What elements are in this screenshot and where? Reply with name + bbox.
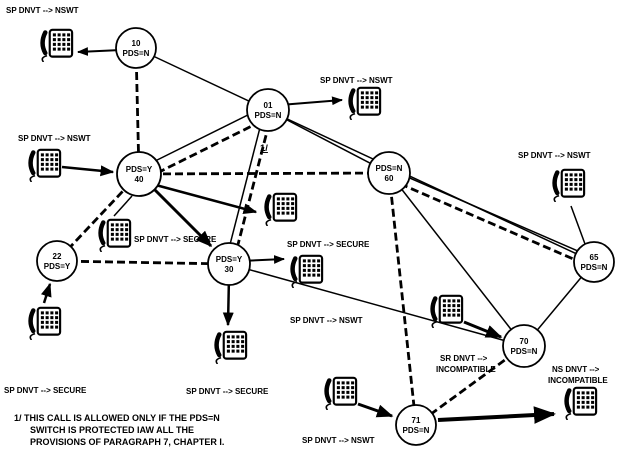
phone-label: SP DNVT --> SECURE xyxy=(186,387,269,396)
node-label: 60 xyxy=(385,174,394,183)
node-label: PDS=N xyxy=(511,347,538,356)
edge-60-70 xyxy=(388,172,525,347)
phone-label: SP DNVT --> SECURE xyxy=(4,386,87,395)
switch-node-30: PDS=Y 30 xyxy=(207,242,251,286)
arrow-71-to-incompatible-phone xyxy=(437,406,556,424)
footnote-line: PROVISIONS OF PARAGRAPH 7, CHAPTER I. xyxy=(30,437,224,447)
switch-node-65: 65 PDS=N xyxy=(573,241,615,283)
switch-node-70: 70 PDS=N xyxy=(502,324,546,368)
switch-node-01: 01 PDS=N xyxy=(246,88,290,132)
edge-22-30 xyxy=(56,259,230,266)
node-label: 70 xyxy=(520,337,529,346)
node-label: 65 xyxy=(590,253,599,262)
switch-node-22: 22 PDS=Y xyxy=(36,240,78,282)
footnote: 1/ THIS CALL IS ALLOWED ONLY IF THE PDS=… xyxy=(14,413,224,447)
node-label: PDS=N xyxy=(376,164,403,173)
phone-label: INCOMPATIBLE xyxy=(548,376,608,385)
phone-label: NS DNVT --> xyxy=(552,365,600,374)
node-label: 40 xyxy=(135,175,144,184)
edge-30-70 xyxy=(228,263,525,347)
switch-nodes: 10 PDS=N 01 PDS=N PDS=Y 40 22 PDS=Y PDS=… xyxy=(36,27,615,446)
phone-label: SP DNVT --> NSWT xyxy=(302,436,375,445)
arrow-phone-to-70 xyxy=(463,320,503,339)
edge-01-65 xyxy=(267,109,595,263)
arrow-01-to-phone xyxy=(279,96,343,106)
phone-label: SR DNVT --> xyxy=(440,354,488,363)
footnote-callout: 1/ xyxy=(260,143,268,154)
arrow-phone-to-22 xyxy=(40,282,52,304)
edge-01-40-dashed xyxy=(142,114,273,182)
switch-node-60: PDS=N 60 xyxy=(367,151,411,195)
switch-node-71: 71 PDS=N xyxy=(395,404,437,446)
arrow-10-to-phone xyxy=(77,47,122,56)
footnote-line: 1/ THIS CALL IS ALLOWED ONLY IF THE PDS=… xyxy=(14,413,220,423)
node-label: 71 xyxy=(412,416,421,425)
edge-01-60 xyxy=(267,109,390,174)
edge-60-71 xyxy=(387,172,418,426)
phone-label: SP DNVT --> SECURE xyxy=(287,240,370,249)
link-phone-to-40-below xyxy=(113,195,133,217)
node-label: 01 xyxy=(264,101,273,110)
phone-label: SP DNVT --> NSWT xyxy=(320,76,393,85)
phone-label: INCOMPATIBLE xyxy=(436,365,496,374)
footnote-line: SWITCH IS PROTECTED IAW ALL THE xyxy=(30,425,194,435)
node-label: PDS=N xyxy=(403,426,430,435)
edge-01-40-solid xyxy=(136,105,267,171)
node-label: 30 xyxy=(225,265,234,274)
edge-01-30-dashed xyxy=(231,111,274,265)
node-label: PDS=N xyxy=(123,49,150,58)
arrow-phone-to-40 xyxy=(61,165,115,177)
edge-10-40 xyxy=(134,47,141,175)
edge-40-60 xyxy=(138,171,390,176)
node-label: 22 xyxy=(53,252,62,261)
edge-70-71 xyxy=(415,344,525,427)
phone-label: SP DNVT --> NSWT xyxy=(18,134,91,143)
phone-labels: SP DNVT --> NSWT SP DNVT --> NSWT SP DNV… xyxy=(4,6,608,445)
arrow-40-to-secure-phone xyxy=(151,182,258,215)
edge-60-65-solid xyxy=(388,168,595,259)
node-label: PDS=Y xyxy=(216,255,243,264)
node-label: 10 xyxy=(132,39,141,48)
node-label: PDS=N xyxy=(581,263,608,272)
node-label: PDS=Y xyxy=(126,165,153,174)
edge-60-65-dashed xyxy=(388,177,595,270)
edge-10-01 xyxy=(135,47,269,111)
switch-node-10: 10 PDS=N xyxy=(115,27,157,69)
phone-label: SP DNVT --> NSWT xyxy=(518,151,591,160)
node-label: PDS=N xyxy=(255,111,282,120)
phone-label: SP DNVT --> SECURE xyxy=(134,235,217,244)
edge-01-30-solid xyxy=(224,111,265,265)
phone-label: SP DNVT --> NSWT xyxy=(290,316,363,325)
arrow-phone-to-71 xyxy=(357,402,394,418)
switch-node-40: PDS=Y 40 xyxy=(116,151,162,197)
link-phone-to-65 xyxy=(570,205,586,245)
node-label: PDS=Y xyxy=(44,262,71,271)
call-arrows xyxy=(40,47,586,424)
phone-label: SP DNVT --> NSWT xyxy=(6,6,79,15)
